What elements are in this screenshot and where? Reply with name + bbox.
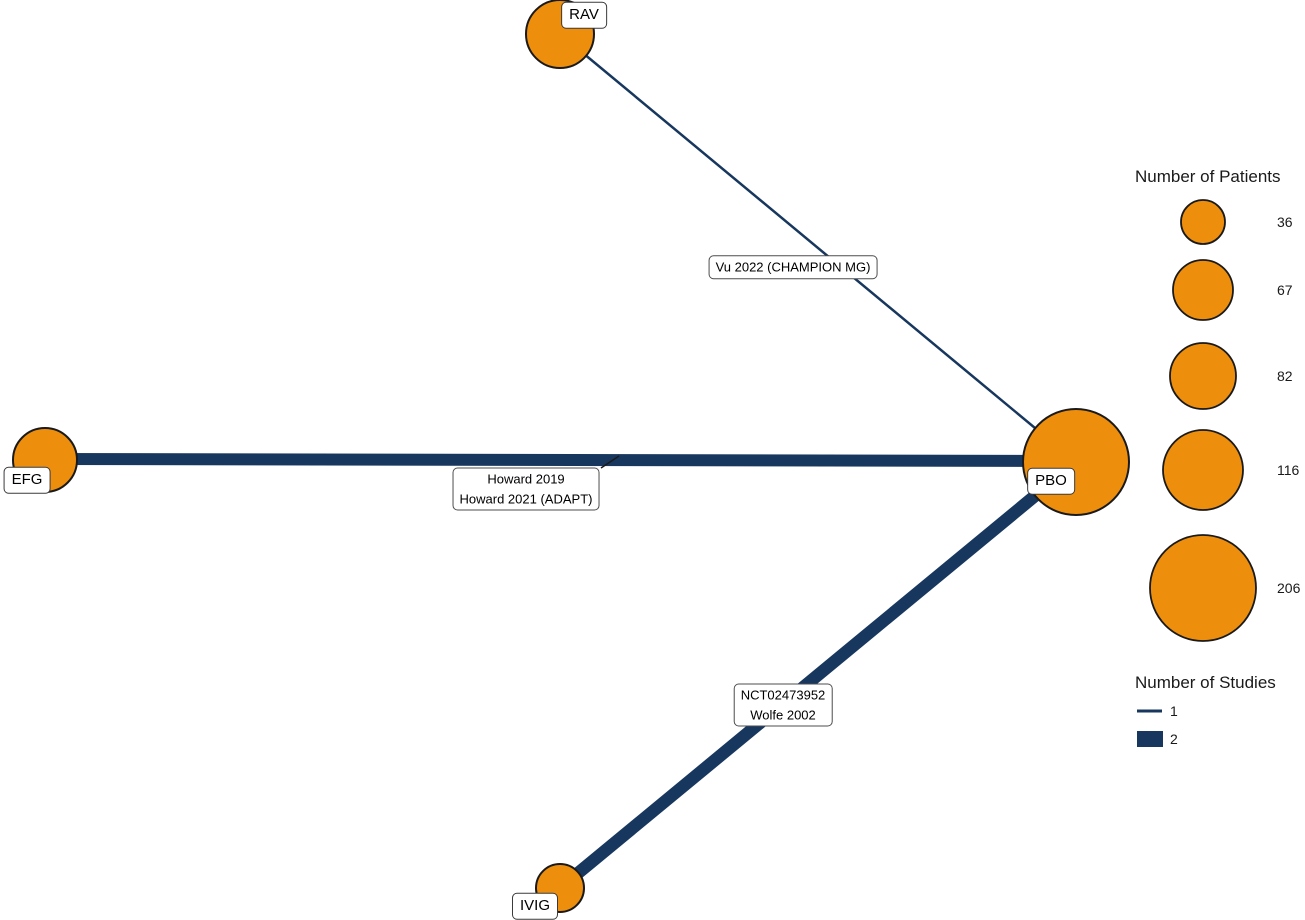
legend-circle-67 [1172,259,1234,321]
legend-value-67: 67 [1277,282,1293,298]
node-circle-pbo [1022,408,1130,516]
legend-value-116: 116 [1277,462,1300,478]
legend-value-2-studies: 2 [1170,731,1178,747]
legend-circle-206 [1149,534,1257,642]
edge-label-rav-pbo: Vu 2022 (CHAMPION MG) [708,255,878,279]
edge-label-line: Howard 2021 (ADAPT) [459,491,593,506]
edge-label-line: Wolfe 2002 [750,707,816,722]
label-leader-line [600,455,620,469]
legend-value-36: 36 [1277,214,1293,230]
legend-value-1-study: 1 [1170,703,1178,719]
legend-circle-36 [1180,199,1226,245]
edge-label-line: NCT02473952 [740,687,826,703]
edge-efg-pbo [44,453,1077,467]
edge-ivig-pbo [556,457,1080,893]
edge-rav-pbo [559,33,1077,463]
legend-title-studies: Number of Studies [1135,673,1276,692]
node-label-rav: RAV [561,1,607,29]
edge-label-ivig-pbo: NCT02473952 Wolfe 2002 [733,683,833,727]
legend-circle-82 [1169,342,1237,410]
node-label-pbo: PBO [1027,467,1075,495]
node-label-ivig: IVIG [511,892,559,920]
node-label-efg: EFG [3,466,51,494]
legend-value-206: 206 [1277,580,1301,596]
legend-value-82: 82 [1277,368,1293,384]
legend-title-patients: Number of Patients [1135,167,1281,186]
edge-label-line: Vu 2022 (CHAMPION MG) [715,259,871,275]
edge-label-efg-pbo: Howard 2019 Howard 2021 (ADAPT) [452,467,600,511]
edge-label-line: Howard 2019 [487,471,565,487]
legend-circle-116 [1162,429,1244,511]
